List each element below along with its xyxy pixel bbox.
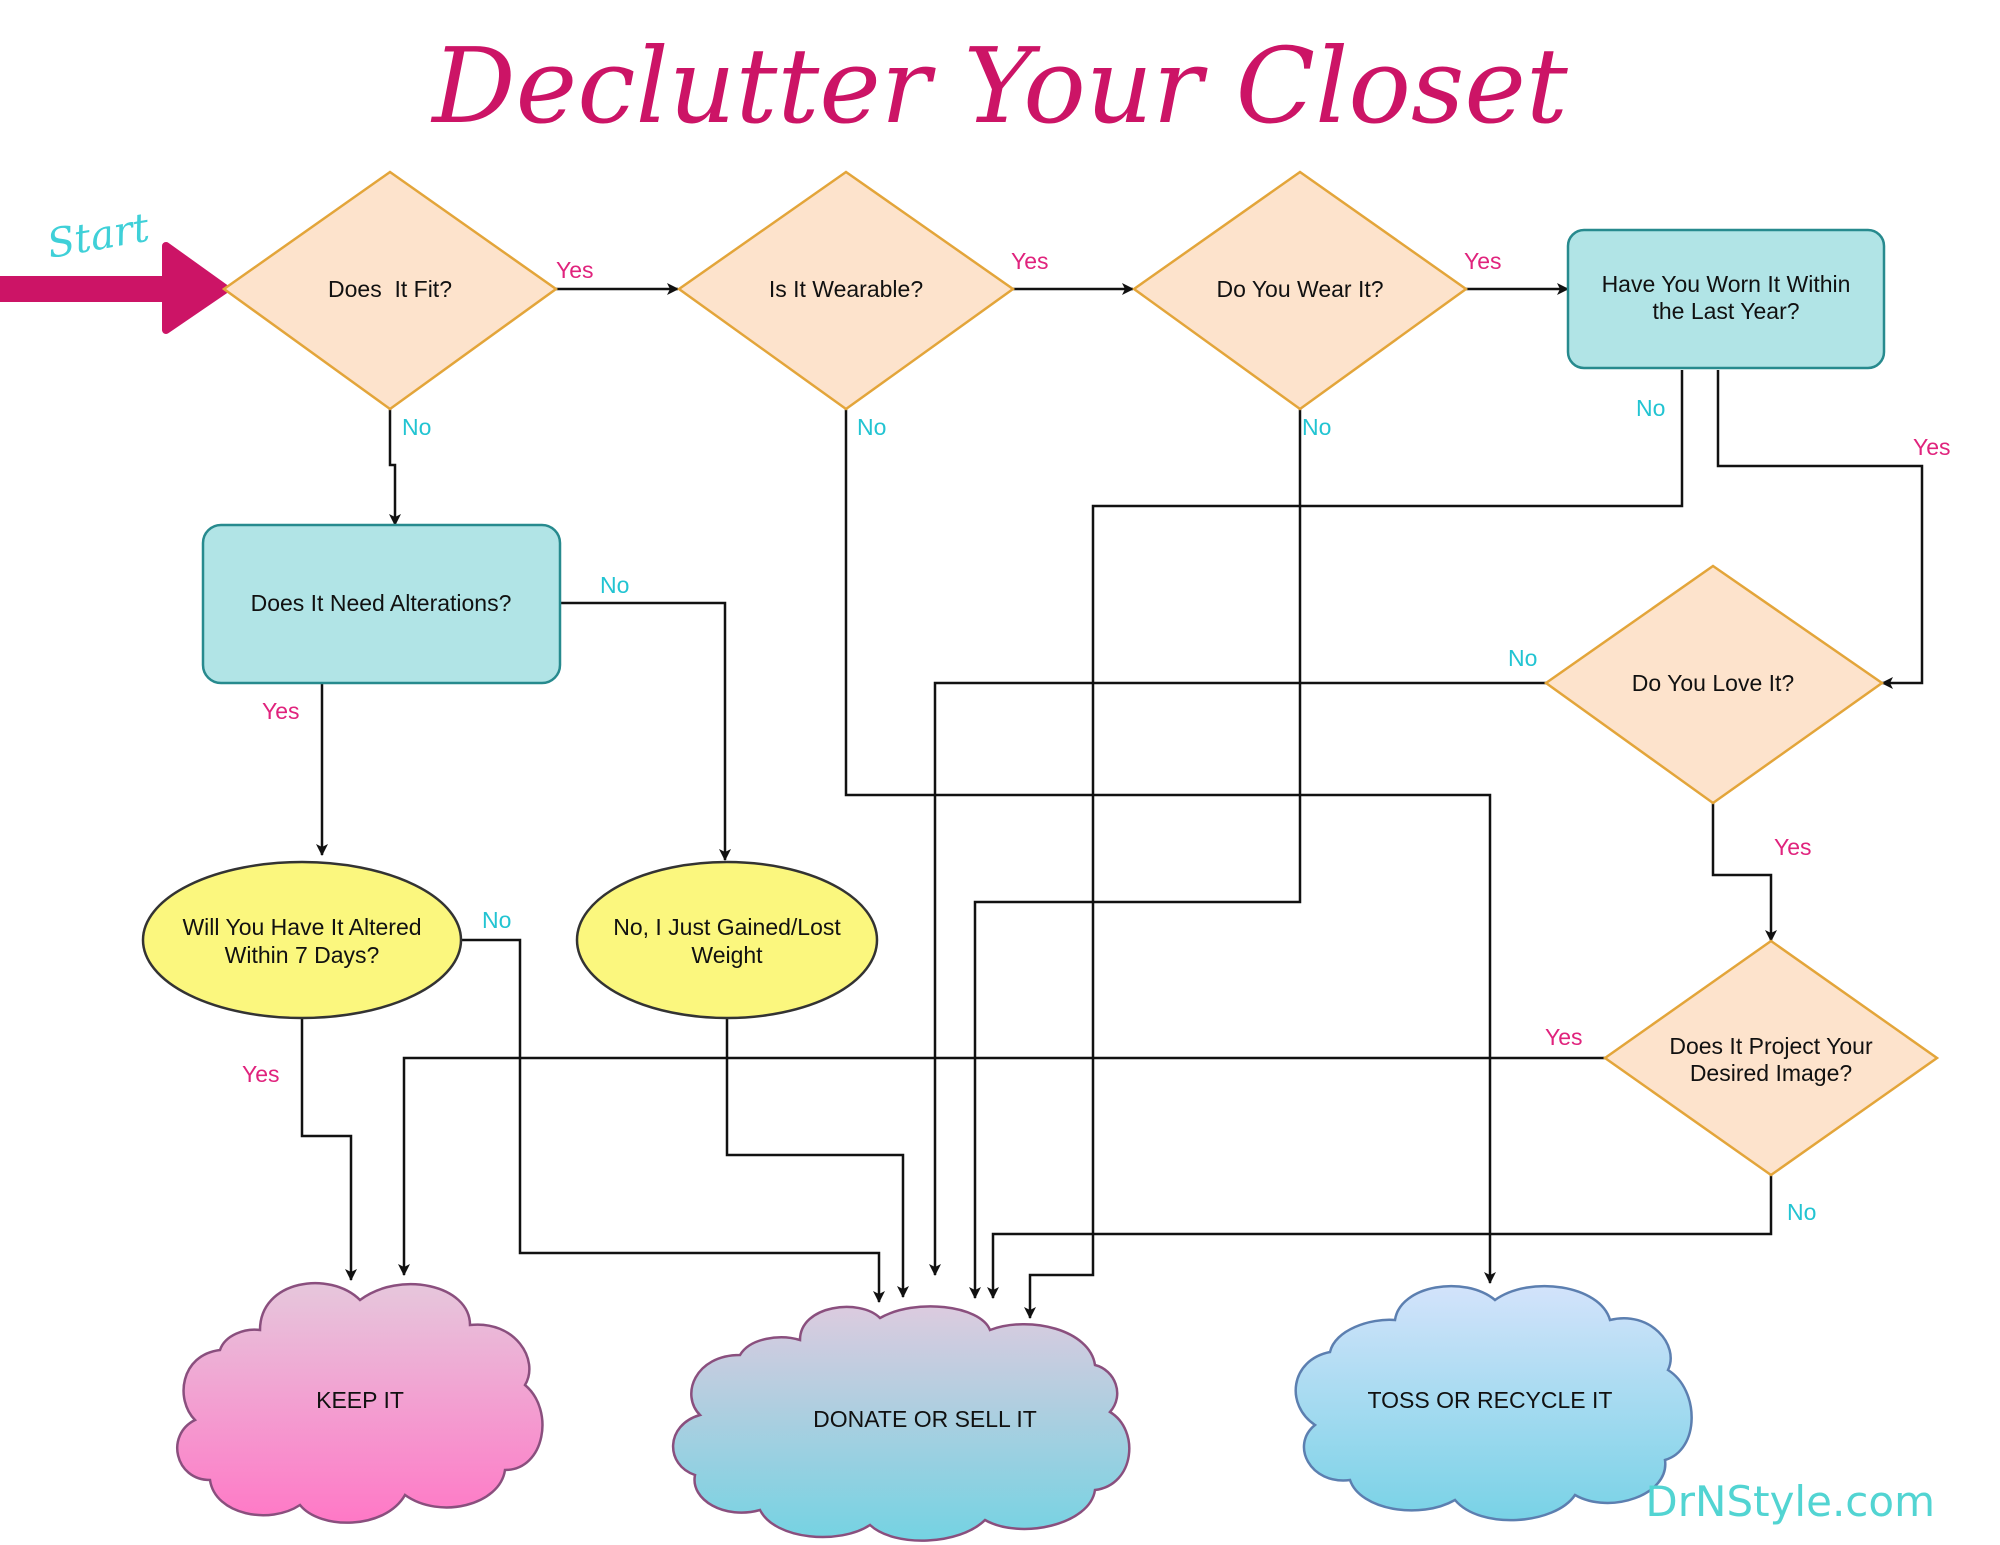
label-altered7-no: No [482,907,511,933]
edge-love-no [929,681,1546,1276]
start-label: Start [44,205,154,268]
label-love-no: No [1508,645,1537,671]
node-desired-image: Does It Project Your Desired Image? [1602,939,1940,1177]
edge-alter-no [560,601,731,861]
node-is-it-wearable-text: Is It Wearable? [769,276,923,302]
label-wear-no: No [1302,414,1331,440]
label-wearable-yes: Yes [1011,248,1049,274]
node-altered-7-days-line1: Will You Have It Altered [182,914,421,940]
page-title: Declutter Your Closet [430,25,1568,147]
outcome-donate-or-sell-text: DONATE OR SELL IT [813,1406,1037,1432]
outcome-keep-it-text: KEEP IT [316,1387,404,1413]
label-fit-yes: Yes [556,257,594,283]
node-worn-last-year: Have You Worn It Within the Last Year? [1566,228,1886,370]
node-do-you-love-it: Do You Love It? [1543,564,1885,805]
node-do-you-love-it-text: Do You Love It? [1632,670,1794,696]
node-desired-image-line2: Desired Image? [1690,1060,1852,1086]
node-need-alterations-text: Does It Need Alterations? [251,590,512,616]
label-image-no: No [1787,1199,1816,1225]
start-arrow [0,242,230,334]
label-alter-no: No [600,572,629,598]
outcome-donate-or-sell: DONATE OR SELL IT [671,1305,1131,1542]
node-gained-lost-weight: No, I Just Gained/Lost Weight [575,860,879,1020]
edge-wear-no [969,409,1302,1299]
outcome-keep-it: KEEP IT [176,1281,544,1524]
edge-image-no [987,1175,1773,1299]
node-worn-last-year-line2: the Last Year? [1652,298,1799,324]
edge-altered7-yes [300,1018,357,1281]
watermark-text: DrNStyle.com [1645,1477,1935,1526]
node-does-it-fit-text: Does It Fit? [328,276,452,302]
node-gained-lost-weight-line1: No, I Just Gained/Lost [613,914,841,940]
node-does-it-fit: Does It Fit? [221,170,559,411]
edge-wearable-no [844,409,1496,1284]
label-love-yes: Yes [1774,834,1812,860]
node-desired-image-line1: Does It Project Your [1669,1033,1873,1059]
node-do-you-wear-it-text: Do You Wear It? [1216,276,1383,302]
edge-altered7-no [461,938,885,1303]
label-worn-no: No [1636,395,1665,421]
outcome-toss-or-recycle-text: TOSS OR RECYCLE IT [1368,1387,1613,1413]
edge-labels: Yes Yes Yes No No No No Yes No Yes No Ye… [242,248,1951,1225]
edges [300,283,1924,1319]
label-wearable-no: No [857,414,886,440]
edge-image-yes [398,1056,1605,1276]
label-alter-yes: Yes [262,698,300,724]
edge-worn-yes [1716,370,1924,689]
node-worn-last-year-line1: Have You Worn It Within [1602,271,1851,297]
label-worn-yes: Yes [1913,434,1951,460]
node-altered-7-days-line2: Within 7 Days? [225,942,380,968]
edge-fit-no [388,409,401,526]
edge-love-yes [1711,803,1777,942]
label-altered7-yes: Yes [242,1061,280,1087]
node-need-alterations: Does It Need Alterations? [201,523,562,685]
node-is-it-wearable: Is It Wearable? [676,170,1016,411]
outcome-toss-or-recycle: TOSS OR RECYCLE IT [1294,1284,1693,1522]
label-wear-yes: Yes [1464,248,1502,274]
label-fit-no: No [402,414,431,440]
node-altered-7-days: Will You Have It Altered Within 7 Days? [141,860,463,1020]
label-image-yes: Yes [1545,1024,1583,1050]
node-do-you-wear-it: Do You Wear It? [1131,170,1469,411]
edge-worn-no [1024,370,1684,1319]
node-gained-lost-weight-line2: Weight [691,942,763,968]
edge-weight [725,1018,909,1298]
